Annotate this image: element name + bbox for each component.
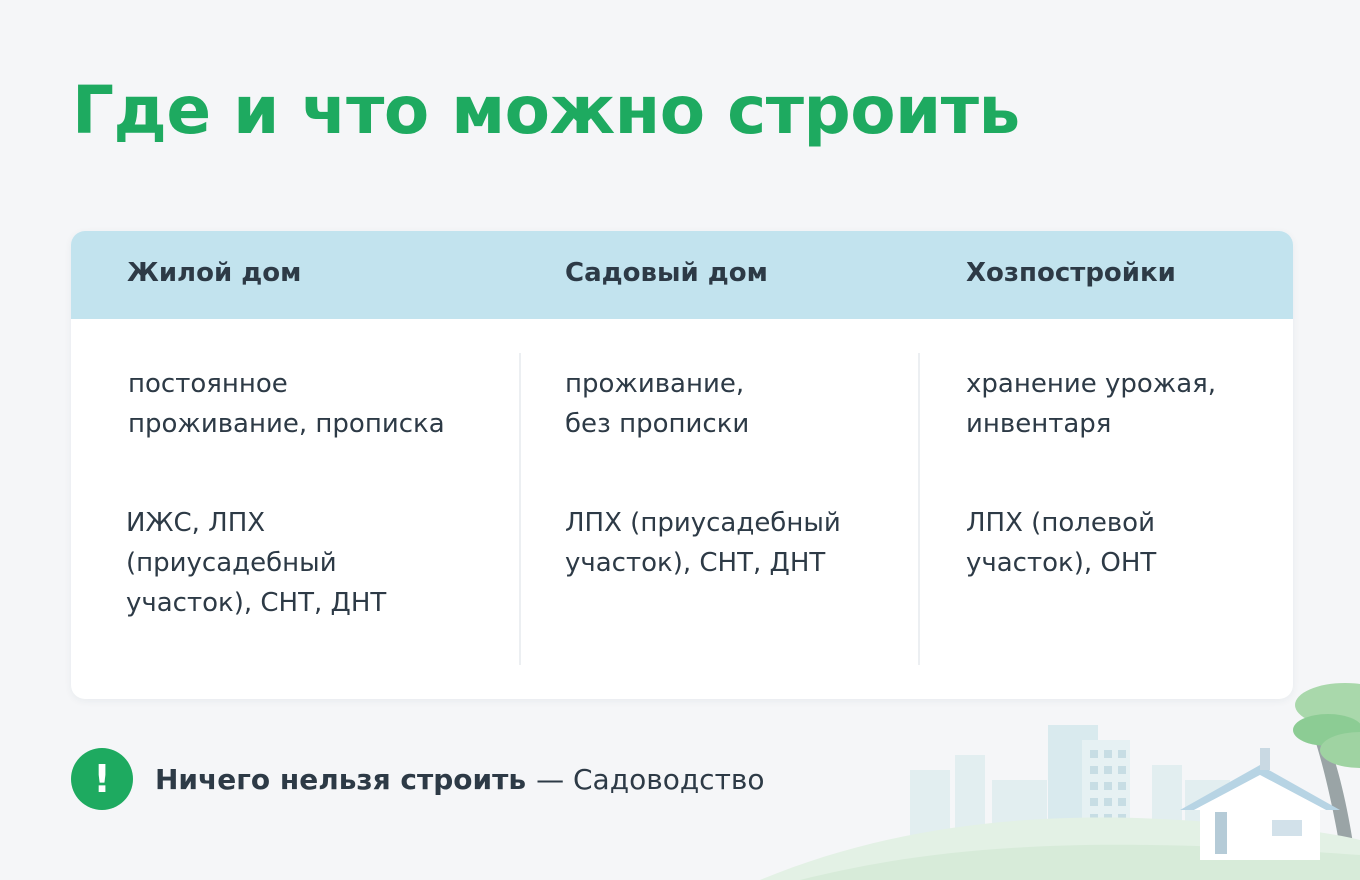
nothing-allowed-note: ! Ничего нельзя строить — Садоводство bbox=[71, 748, 765, 810]
cell-outbuildings-land-types: ЛПХ (полевой участок), ОНТ bbox=[966, 508, 1157, 578]
house-shape bbox=[1180, 748, 1340, 860]
cell-garden-purpose: проживание, без прописки bbox=[565, 369, 750, 439]
column-heading-residential-house: Жилой дом bbox=[127, 258, 302, 288]
page-title: Где и что можно строить bbox=[72, 72, 1020, 149]
cell-garden-land-types: ЛПХ (приусадебный участок), СНТ, ДНТ bbox=[565, 508, 841, 578]
exclamation-icon: ! bbox=[71, 748, 133, 810]
note-bold-text: Ничего нельзя строить bbox=[155, 762, 527, 796]
comparison-table: Жилой дом Садовый дом Хозпостройки посто… bbox=[71, 231, 1293, 699]
cell-outbuildings-purpose: хранение урожая, инвентаря bbox=[966, 369, 1217, 439]
column-divider bbox=[918, 353, 920, 665]
note-rest-text: — Садоводство bbox=[536, 762, 765, 796]
table-header: Жилой дом Садовый дом Хозпостройки bbox=[71, 231, 1293, 319]
column-divider bbox=[519, 353, 521, 665]
column-heading-garden-house: Садовый дом bbox=[565, 258, 768, 288]
cell-residential-land-types: ИЖС, ЛПХ (приусадебный участок), СНТ, ДН… bbox=[126, 508, 387, 618]
cell-residential-purpose: постоянное проживание, прописка bbox=[128, 369, 445, 439]
building-illustration bbox=[1048, 725, 1130, 860]
house-illustration bbox=[760, 683, 1360, 880]
column-heading-outbuildings: Хозпостройки bbox=[966, 258, 1176, 288]
